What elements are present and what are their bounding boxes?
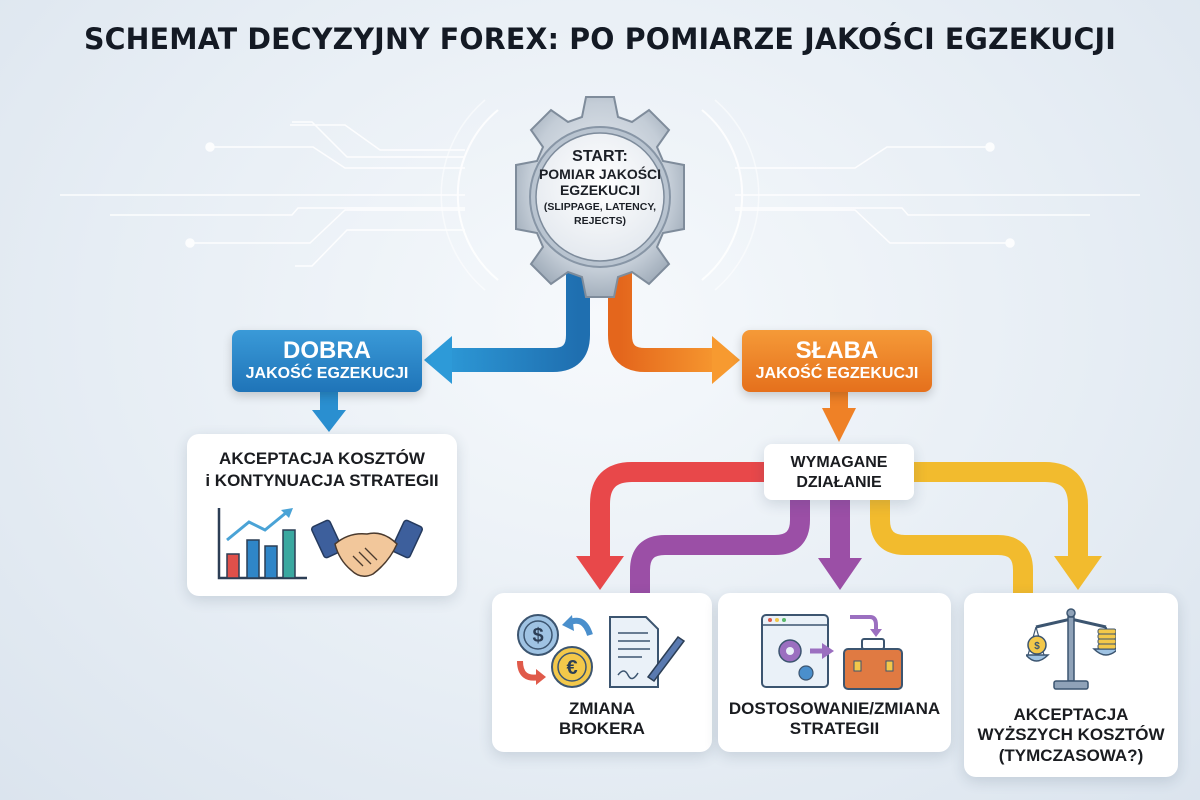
- accept-costs-card: AKCEPTACJA KOSZTÓW i KONTYNUACJA STRATEG…: [187, 434, 457, 596]
- bad-quality-label: SŁABA: [795, 337, 879, 364]
- accept-higher-costs-line1: AKCEPTACJA: [1013, 705, 1129, 724]
- briefcase-icon: [843, 638, 903, 690]
- arrow-to-bad: [608, 270, 722, 372]
- good-quality-sublabel: JAKOŚĆ EGZEKUCJI: [245, 365, 409, 383]
- change-broker-card: $ € ZMIANA BROKERA: [492, 593, 712, 752]
- required-action-line1: WYMAGANE: [790, 454, 888, 471]
- arrow-to-broker: [605, 472, 764, 572]
- adjust-strategy-line2: STRATEGII: [789, 719, 880, 739]
- arrow-to-costs: [914, 462, 1088, 560]
- accept-costs-line1: AKCEPTACJA KOSZTÓW: [219, 449, 425, 468]
- start-metrics-line2: REJECTS): [574, 214, 626, 227]
- bar-chart-icon: [217, 508, 424, 580]
- handshake-icon: [310, 519, 424, 577]
- balance-scale-icon: $: [1026, 608, 1116, 690]
- contract-icon: [609, 616, 686, 688]
- arrow-to-good: [440, 270, 590, 372]
- required-action-node: WYMAGANE DZIAŁANIE: [764, 444, 914, 500]
- currency-exchange-icon: $ €: [517, 614, 686, 688]
- accept-higher-costs-line2: WYŻSZYCH KOSZTÓW: [977, 725, 1165, 745]
- bad-quality-node: SŁABA JAKOŚĆ EGZEKUCJI: [742, 330, 932, 392]
- change-broker-line1: ZMIANA: [568, 699, 636, 718]
- start-node: START: POMIAR JAKOŚCI EGZEKUCJI (SLIPPAG…: [530, 148, 670, 227]
- accept-costs-line2: i KONTYNUACJA STRATEGII: [205, 471, 439, 491]
- gear-icon: [515, 96, 685, 298]
- adjust-strategy-line1: DOSTOSOWANIE/ZMIANA: [728, 699, 941, 718]
- settings-window-icon: [761, 614, 903, 690]
- svg-text:€: €: [566, 657, 577, 679]
- accept-higher-costs-line3: (TYMCZASOWA?): [998, 745, 1144, 765]
- start-label: START:: [572, 148, 628, 165]
- page-title: SCHEMAT DECYZYJNY FOREX: PO POMIARZE JAK…: [83, 22, 1117, 56]
- svg-text:$: $: [1034, 641, 1040, 652]
- start-metrics-line1: (SLIPPAGE, LATENCY,: [543, 200, 657, 213]
- change-broker-line2: BROKERA: [559, 719, 645, 739]
- required-action-line2: DZIAŁANIE: [796, 474, 882, 491]
- start-title-line2: EGZEKUCJI: [559, 182, 641, 199]
- start-title-line1: POMIAR JAKOŚCI: [538, 166, 662, 183]
- accept-higher-costs-card: $ AKCEPTACJA WYŻSZYCH KOSZTÓW (TYMCZASOW…: [964, 593, 1178, 777]
- circuit-lines-decoration: [60, 99, 1140, 291]
- good-quality-node: DOBRA JAKOŚĆ EGZEKUCJI: [232, 330, 422, 392]
- adjust-strategy-card: DOSTOSOWANIE/ZMIANA STRATEGII: [718, 593, 951, 752]
- bad-quality-sublabel: JAKOŚĆ EGZEKUCJI: [755, 365, 919, 383]
- svg-text:$: $: [532, 625, 543, 647]
- good-quality-label: DOBRA: [283, 337, 371, 364]
